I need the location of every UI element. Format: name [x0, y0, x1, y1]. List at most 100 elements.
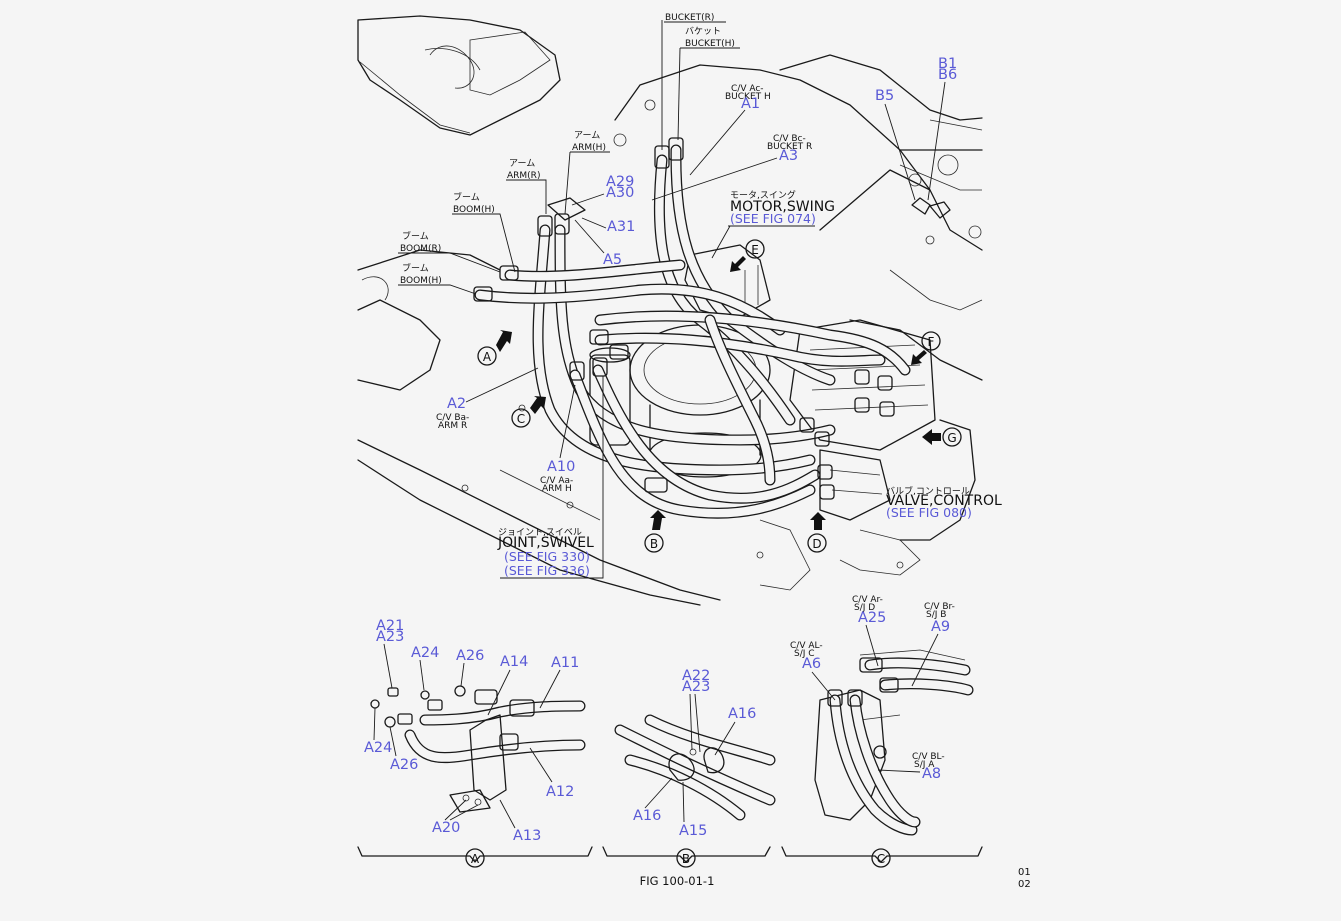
line-label-boom-r: ブーム BOOM(R)	[398, 230, 501, 273]
callout-a2: A2	[447, 396, 466, 412]
line-label-arm-h: アーム ARM(H)	[564, 130, 610, 215]
view-marker-c: C	[511, 396, 546, 428]
callout-a23: A23	[682, 679, 710, 695]
label-jp: ブーム	[453, 191, 480, 203]
svg-text:BUCKET R: BUCKET R	[767, 142, 812, 152]
callout-a29: A29	[606, 174, 634, 190]
callout-a24-left: A24	[364, 740, 392, 756]
callout-a23: A23	[376, 629, 404, 645]
label-jp: ブーム	[402, 230, 429, 242]
svg-text:A: A	[483, 350, 492, 364]
component-jp: モータ,スイング	[730, 189, 796, 201]
svg-text:G: G	[947, 431, 956, 445]
svg-text:C/V AL-: C/V AL-	[790, 641, 823, 651]
label-en: BOOM(H)	[453, 205, 495, 215]
line-label-boom-h-2: ブーム BOOM(H)	[398, 262, 477, 295]
callout-b1: B1	[938, 56, 957, 72]
component-ref: (SEE FIG 080)	[886, 505, 972, 520]
line-label-boom-h-1: ブーム BOOM(H)	[452, 191, 516, 273]
component-en: JOINT,SWIVEL	[497, 535, 594, 551]
callout-a3: A3	[779, 148, 798, 164]
port-label-a3: C/V Bc- BUCKET R	[767, 134, 812, 152]
label-jp: アーム	[574, 130, 600, 141]
svg-text:C/V BL-: C/V BL-	[912, 752, 945, 762]
callout-a1: A1	[741, 96, 760, 112]
view-marker-e: E	[730, 239, 765, 272]
callout-a30: A30	[606, 185, 634, 201]
svg-text:C/V Bc-: C/V Bc-	[773, 134, 806, 144]
label-jp: アーム	[509, 158, 535, 169]
callout-a11: A11	[551, 655, 579, 671]
label-en: BUCKET(H)	[685, 39, 735, 49]
callout-a15: A15	[679, 823, 707, 839]
detail-view-a: A21 A23 A24 A26 A14 A11 A24 A26 A12 A20 …	[364, 618, 586, 844]
detail-view-c: A25 A9 A6 A8	[802, 610, 974, 836]
callout-a22: A22	[682, 668, 710, 684]
callout-a16-right: A16	[728, 706, 756, 722]
svg-text:S/J B: S/J B	[926, 610, 946, 620]
main-callouts: A1 A3 A29 A30 A31 A5 A2 A10 B1 B6 B5	[447, 56, 957, 475]
detail-braces: A B C	[357, 846, 983, 868]
component-motor-swing: モータ,スイング MOTOR,SWING (SEE FIG 074)	[711, 189, 835, 259]
detail-c-label: C	[877, 852, 885, 866]
label-en: BOOM(H)	[400, 276, 442, 286]
svg-text:B: B	[650, 537, 658, 551]
label-en: ARM(H)	[572, 143, 606, 153]
view-marker-a: A	[477, 330, 512, 366]
svg-text:C/V Ar-: C/V Ar-	[852, 595, 883, 605]
callout-a31: A31	[607, 219, 635, 235]
port-label-a8: C/V BL- S/J A	[912, 752, 945, 770]
port-label-a10: C/V Aa- ARM H	[540, 476, 573, 494]
component-jp: バルブ,コントロール	[886, 485, 970, 497]
component-en: VALVE,CONTROL	[886, 493, 1002, 509]
component-ref-1: (SEE FIG 330)	[504, 549, 590, 564]
page-code-2: 02	[1018, 879, 1031, 890]
callout-a26-top: A26	[456, 648, 484, 664]
callout-a20: A20	[432, 820, 460, 836]
label-en: ARM(R)	[507, 171, 540, 181]
svg-text:S/J D: S/J D	[854, 603, 875, 613]
svg-text:BUCKET H: BUCKET H	[725, 92, 771, 102]
svg-text:C: C	[517, 412, 525, 426]
callout-a16-left: A16	[633, 808, 661, 824]
svg-text:D: D	[812, 537, 821, 551]
port-label-a1: C/V Ac- BUCKET H	[725, 84, 771, 102]
label-jp: ブーム	[402, 262, 429, 274]
detail-b-label: B	[682, 852, 690, 866]
callout-b5: B5	[875, 88, 894, 104]
figure-caption: FIG 100-01-1	[640, 874, 715, 888]
svg-text:ARM H: ARM H	[542, 484, 572, 494]
svg-text:C/V Br-: C/V Br-	[924, 602, 955, 612]
callout-a13: A13	[513, 828, 541, 844]
view-marker-f: F	[911, 331, 941, 365]
svg-text:F: F	[928, 335, 935, 349]
port-label-a2: C/V Ba- ARM R	[436, 413, 469, 431]
svg-text:E: E	[751, 243, 759, 257]
view-marker-b: B	[644, 510, 666, 553]
callout-a14: A14	[500, 654, 528, 670]
view-marker-g: G	[922, 427, 962, 447]
component-jp: ジョイント,スイベル	[498, 528, 582, 538]
line-label-bucket-h: バケット BUCKET(H)	[680, 26, 740, 49]
component-ref: (SEE FIG 074)	[730, 211, 816, 226]
callout-a25: A25	[858, 610, 886, 626]
callout-a24-top: A24	[411, 645, 439, 661]
callout-a9: A9	[931, 619, 950, 635]
detail-a-label: A	[471, 852, 480, 866]
component-ref-2: (SEE FIG 336)	[504, 563, 590, 578]
svg-text:C/V Ac-: C/V Ac-	[731, 84, 764, 94]
callout-a12: A12	[546, 784, 574, 800]
component-valve-control: バルブ,コントロール VALVE,CONTROL (SEE FIG 080)	[886, 485, 1002, 520]
detail-view-b: A22 A23 A16 A16 A15	[614, 668, 776, 839]
callout-a10: A10	[547, 459, 575, 475]
callout-a21: A21	[376, 618, 404, 634]
line-label-arm-r: アーム ARM(R)	[506, 158, 547, 214]
callout-a5: A5	[603, 252, 622, 268]
label-en: BOOM(R)	[400, 244, 441, 254]
svg-text:S/J A: S/J A	[914, 760, 935, 770]
label-jp: バケット	[685, 26, 721, 37]
svg-text:ARM R: ARM R	[438, 421, 467, 431]
hydraulic-hoses	[473, 20, 911, 519]
component-joint-swivel: ジョイント,スイベル JOINT,SWIVEL (SEE FIG 330) (S…	[497, 376, 604, 579]
